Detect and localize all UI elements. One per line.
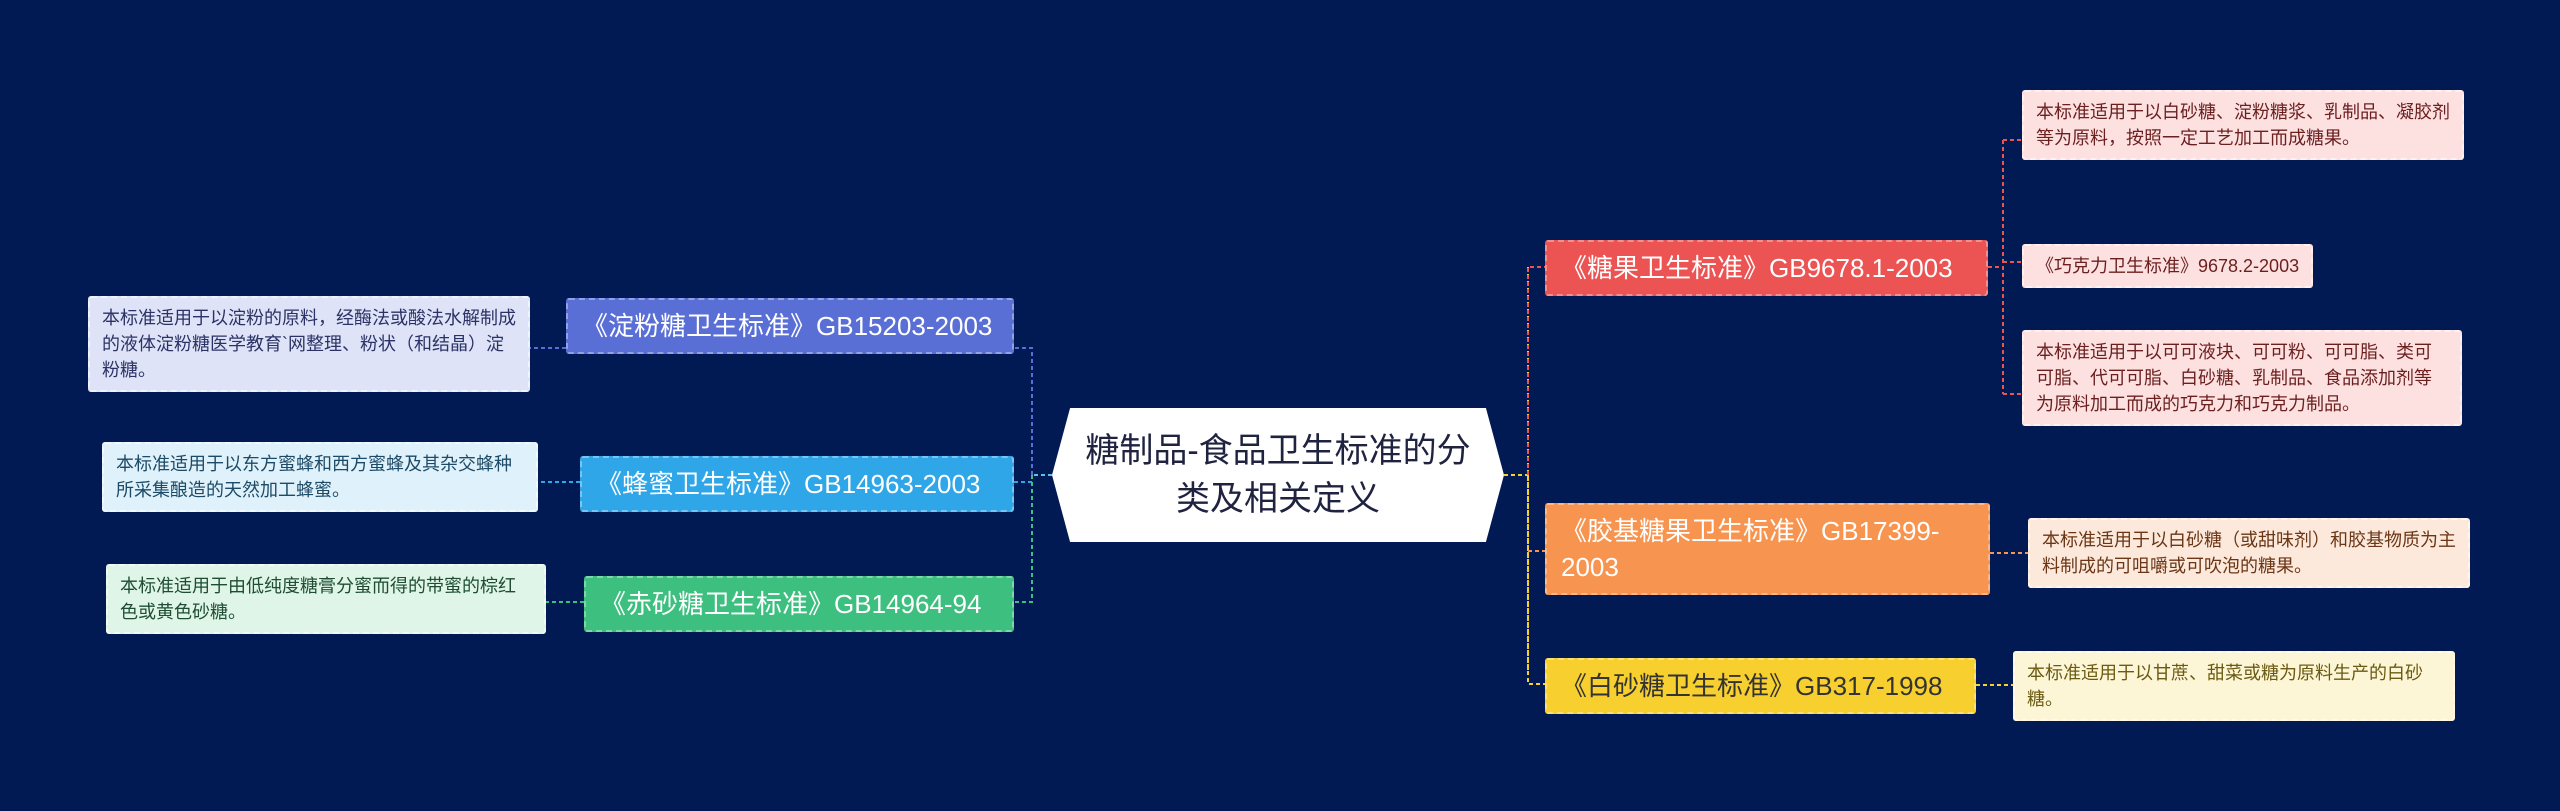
topic-starch-sugar[interactable]: 《淀粉糖卫生标准》GB15203-2003: [566, 298, 1014, 354]
leaf-gum-candy-definition[interactable]: 本标准适用于以白砂糖（或甜味剂）和胶基物质为主料制成的可咀嚼或可吹泡的糖果。: [2028, 518, 2470, 588]
leaf-candy-definition[interactable]: 本标准适用于以白砂糖、淀粉糖浆、乳制品、凝胶剂等为原料，按照一定工艺加工而成糖果…: [2022, 90, 2464, 160]
connector-right-1: [1527, 266, 1545, 475]
topic-gum-candy[interactable]: 《胶基糖果卫生标准》GB17399-2003: [1545, 503, 1990, 595]
leaf-honey-definition[interactable]: 本标准适用于以东方蜜蜂和西方蜜蜂及其杂交蜂种所采集酿造的天然加工蜂蜜。: [102, 442, 538, 512]
topic-white-sugar[interactable]: 《白砂糖卫生标准》GB317-1998: [1545, 658, 1976, 714]
leaf-chocolate-standard[interactable]: 《巧克力卫生标准》9678.2-2003: [2022, 244, 2314, 288]
connector-candy-leaves: [1988, 139, 2022, 395]
topic-candy[interactable]: 《糖果卫生标准》GB9678.1-2003: [1545, 240, 1988, 296]
leaf-white-sugar-definition[interactable]: 本标准适用于以甘蔗、甜菜或糖为原料生产的白砂糖。: [2013, 651, 2455, 721]
topic-honey[interactable]: 《蜂蜜卫生标准》GB14963-2003: [580, 456, 1014, 512]
leaf-brown-sugar-definition[interactable]: 本标准适用于由低纯度糖膏分蜜而得的带蜜的棕红色或黄色砂糖。: [106, 564, 546, 634]
connector-right-3: [1527, 475, 1545, 685]
topic-brown-sugar[interactable]: 《赤砂糖卫生标准》GB14964-94: [584, 576, 1014, 632]
central-topic[interactable]: 糖制品-食品卫生标准的分类及相关定义: [1052, 408, 1504, 542]
connector-left-1: [1014, 347, 1033, 475]
leaf-starch-sugar-definition[interactable]: 本标准适用于以淀粉的原料，经酶法或酸法水解制成的液体淀粉糖医学教育`网整理、粉状…: [88, 296, 530, 392]
leaf-chocolate-definition[interactable]: 本标准适用于以可可液块、可可粉、可可脂、类可可脂、代可可脂、白砂糖、乳制品、食品…: [2022, 330, 2462, 426]
connector-left-3: [1014, 475, 1033, 603]
